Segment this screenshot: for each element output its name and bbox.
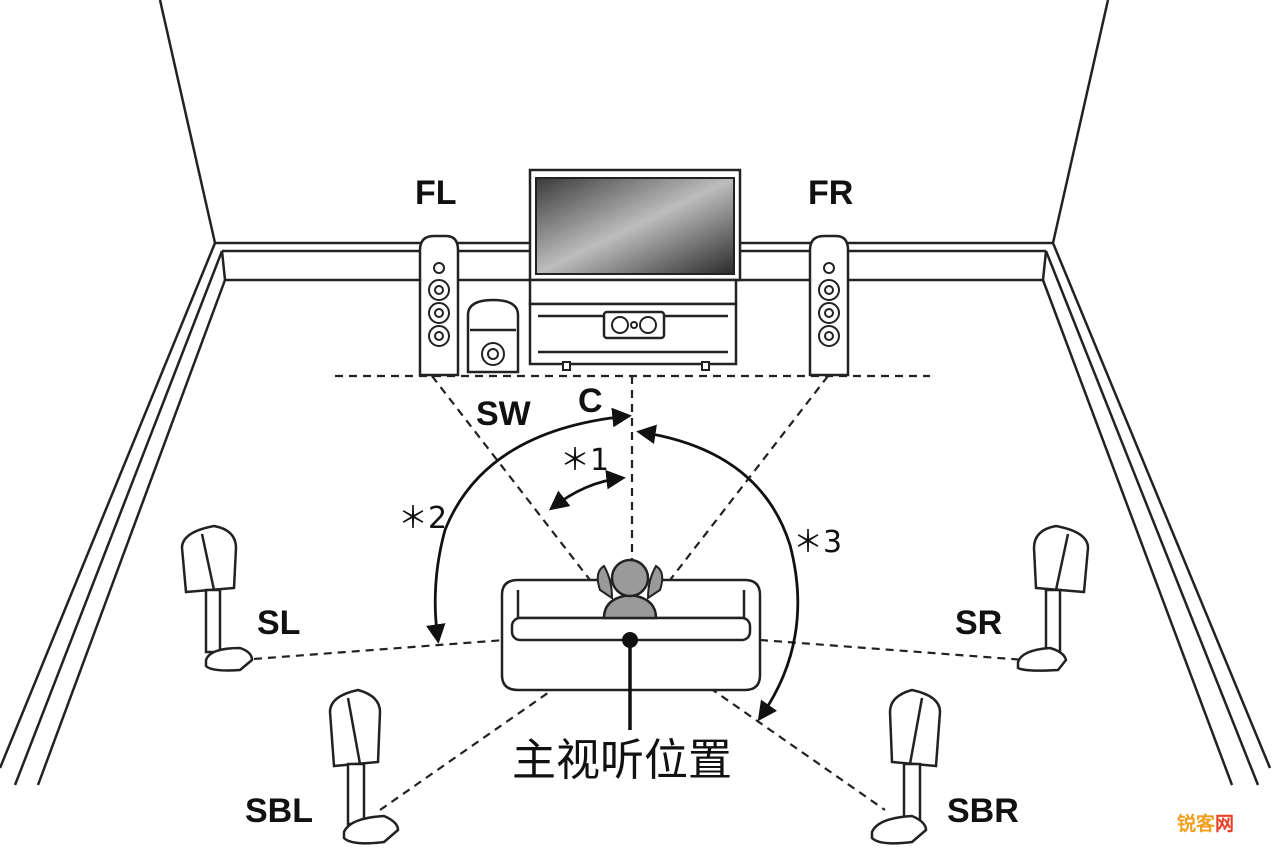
surround-back-left-speaker-icon xyxy=(328,688,400,845)
surround-left-speaker-icon xyxy=(180,524,254,672)
note-2: ＊2 xyxy=(398,501,447,536)
note-1: ＊1 xyxy=(560,443,609,478)
label-fl: FL xyxy=(415,174,457,212)
label-sbr: SBR xyxy=(947,792,1019,830)
label-sbl: SBL xyxy=(245,792,313,830)
center-speaker-icon xyxy=(602,310,666,340)
front-left-speaker-icon xyxy=(418,234,460,377)
surround-right-speaker-icon xyxy=(1016,524,1090,672)
label-c: C xyxy=(578,382,603,420)
tv-icon xyxy=(528,168,742,292)
listening-position-label: 主视听位置 xyxy=(512,735,732,786)
watermark-part1: 锐客 xyxy=(1176,813,1215,835)
angle-arcs xyxy=(426,407,800,722)
label-fr: FR xyxy=(808,174,853,212)
front-right-speaker-icon xyxy=(808,234,850,377)
surround-back-right-speaker-icon xyxy=(870,688,942,845)
listener-icon xyxy=(596,558,664,620)
label-sl: SL xyxy=(257,604,300,642)
listening-position-marker xyxy=(622,632,638,730)
tv-stand xyxy=(528,278,738,371)
watermark-part2: 网 xyxy=(1214,813,1234,835)
subwoofer-icon xyxy=(466,298,520,374)
label-sr: SR xyxy=(955,604,1002,642)
note-3: ＊3 xyxy=(793,525,842,560)
label-sw: SW xyxy=(476,395,532,433)
site-watermark: 锐客网 xyxy=(1177,809,1234,836)
